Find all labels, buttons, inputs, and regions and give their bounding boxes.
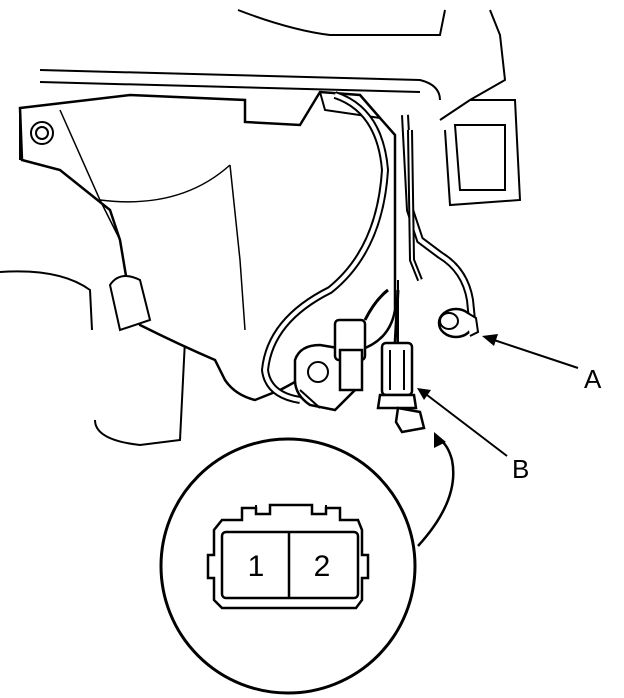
- washer-pump-motor: [293, 318, 367, 412]
- mounting-bolt-icon: [30, 121, 54, 145]
- level-switch-b: [376, 280, 426, 434]
- wiring-harness: [260, 91, 476, 404]
- connector-a: [437, 307, 480, 339]
- washer-reservoir-tank: [18, 90, 397, 402]
- vehicle-body-panels: [0, 9, 522, 447]
- connector-detail-view: 1 2: [159, 432, 455, 695]
- callout-a-label: A: [584, 364, 602, 394]
- pin-2-label: 2: [314, 550, 331, 583]
- callout-leaders: [417, 334, 579, 457]
- pin-1-label: 1: [248, 550, 265, 583]
- callout-b-label: B: [512, 454, 529, 484]
